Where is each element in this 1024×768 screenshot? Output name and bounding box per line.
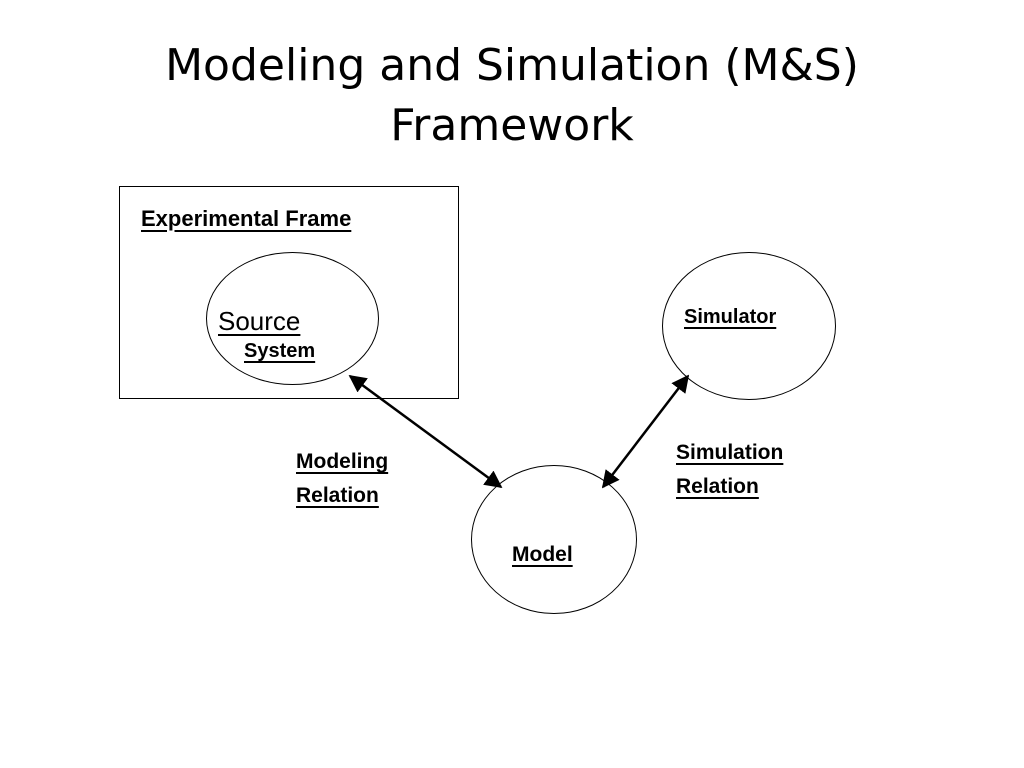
model-ellipse (471, 465, 637, 614)
source-system-ellipse (206, 252, 379, 385)
source-label: Source (218, 306, 301, 336)
simulation-relation-line-1: Simulation (676, 441, 784, 464)
simulation-relation-line-2: Relation (676, 475, 759, 498)
model-label: Model (512, 543, 573, 566)
modeling-relation-line-2: Relation (296, 484, 379, 507)
simulation-relation-arrow (601, 374, 690, 489)
simulator-label: Simulator (684, 306, 777, 328)
simulator-ellipse (662, 252, 836, 400)
simulation-relation-label: Simulation Relation (676, 436, 783, 504)
system-label: System (244, 340, 316, 362)
modeling-relation-arrow (348, 374, 503, 489)
title-line-2: Framework (390, 100, 634, 151)
experimental-frame-label: Experimental Frame (141, 206, 352, 231)
slide-title: Modeling and Simulation (M&S) Framework (0, 36, 1024, 156)
title-line-1: Modeling and Simulation (M&S) (165, 40, 859, 91)
experimental-frame-box (119, 186, 459, 399)
